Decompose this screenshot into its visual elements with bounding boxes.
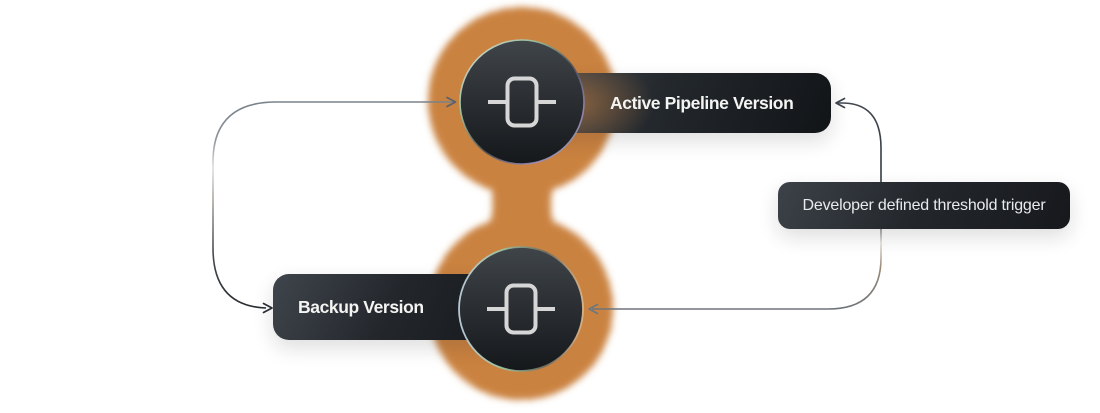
glow-neck (467, 145, 577, 262)
threshold-trigger-annotation: Developer defined threshold trigger (778, 182, 1070, 229)
threshold-trigger-text: Developer defined threshold trigger (802, 196, 1046, 214)
arrowhead-into-active-node (446, 96, 457, 108)
arrowhead-into-active-label (835, 97, 846, 109)
active-pipeline-version-label: Active Pipeline Version (540, 73, 831, 133)
arrowhead-into-backup-node (588, 303, 599, 315)
active-pipeline-version-text: Active Pipeline Version (610, 92, 794, 113)
backup-version-text: Backup Version (298, 296, 424, 317)
backup-version-label: Backup Version (273, 274, 560, 340)
arrowhead-into-backup-label (262, 302, 273, 314)
